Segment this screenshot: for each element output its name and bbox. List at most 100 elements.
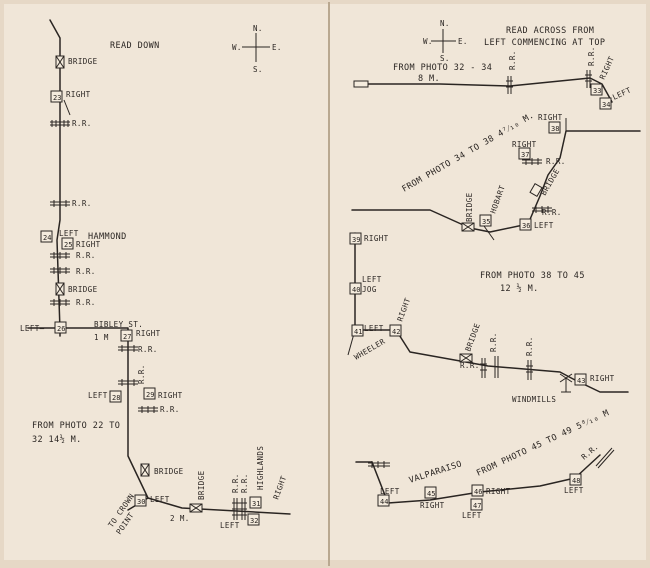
photo-marker-44: 44 [377, 494, 390, 507]
rr-label-8: R.R. [160, 405, 180, 414]
right-label-45: RIGHT [420, 501, 445, 510]
railroad-crossing [50, 267, 70, 274]
right-label-37: RIGHT [512, 140, 537, 149]
leg-32-34-title: FROM PHOTO 32 - 34 [393, 63, 492, 73]
svg-text:23: 23 [53, 94, 61, 102]
bridge-marker [140, 463, 150, 477]
highlands-label: HIGHLANDS [256, 446, 265, 490]
read-down-heading: READ DOWN [110, 41, 160, 51]
photo-marker-25: 25 [61, 237, 74, 250]
svg-text:46: 46 [474, 488, 482, 496]
rr-label-7: R.R. [137, 364, 146, 384]
railroad-crossing [526, 360, 533, 380]
windmill-icon [559, 373, 573, 393]
bridge-label-4: BRIDGE [197, 470, 206, 500]
photo-marker-41: 41 [351, 324, 364, 337]
photo-marker-30: 30 [134, 494, 147, 507]
right-label-46: RIGHT [486, 487, 511, 496]
rr-label-s3-1: R.R. [460, 361, 480, 370]
right-label-27: RIGHT [136, 329, 161, 338]
hammond-label: HAMMOND [88, 232, 127, 242]
one-mile-label: 1 M [94, 333, 109, 342]
photo-marker-48: 48 [569, 473, 582, 486]
svg-text:25: 25 [64, 241, 72, 249]
right-label-43: RIGHT [590, 374, 615, 383]
rr-label-s2-1: R.R. [546, 157, 566, 166]
svg-text:40: 40 [352, 286, 360, 294]
svg-text:32: 32 [250, 517, 258, 525]
compass-s: S. [440, 54, 450, 63]
rr-label-4: R.R. [76, 267, 96, 276]
photo-marker-35: 35 [479, 214, 492, 227]
left-label-30: LEFT [150, 495, 170, 504]
left-label-40: LEFT [362, 275, 382, 284]
railroad-crossing [138, 406, 158, 413]
compass-w: W. [232, 43, 242, 52]
photo-marker-36: 36 [519, 218, 532, 231]
photo-marker-27: 27 [120, 329, 133, 342]
left-label-47: LEFT [462, 511, 482, 520]
bridge-marker [189, 503, 203, 513]
railroad-crossing [50, 120, 70, 127]
svg-text:31: 31 [252, 500, 260, 508]
railroad-crossing [368, 461, 390, 468]
leg-22-32-distance: 32 14½ M. [32, 434, 82, 445]
rr-label-s1-1: R.R. [508, 50, 517, 70]
photo-marker-33: 33 [590, 83, 603, 96]
bridge-marker [459, 353, 473, 363]
svg-text:45: 45 [427, 490, 435, 498]
windmills-label: WINDMILLS [512, 395, 556, 404]
leg-38-45-distance: 12 ½ M. [500, 283, 539, 294]
rr-label-s3-3: R.R. [525, 336, 534, 356]
read-across-heading-1: READ ACROSS FROM [506, 26, 594, 36]
railroad-crossing [506, 76, 513, 94]
svg-text:37: 37 [521, 151, 529, 159]
photo-marker-31: 31 [249, 496, 262, 509]
railroad-crossing [118, 345, 138, 352]
photo-marker-24: 24 [40, 230, 53, 243]
rr-label-10: R.R. [240, 473, 249, 493]
left-label-41: LEFT [364, 324, 384, 333]
svg-text:28: 28 [112, 394, 120, 402]
svg-text:34: 34 [602, 101, 610, 109]
bridge-marker [461, 222, 475, 232]
leg-22-32-title: FROM PHOTO 22 TO [32, 421, 120, 431]
compass-rose-right: N. S. E. W. [423, 19, 467, 63]
rr-label-s2-2: R.R. [542, 208, 562, 217]
left-label-48: LEFT [564, 486, 584, 495]
left-label-36: LEFT [534, 221, 554, 230]
bridge-marker [55, 282, 65, 296]
svg-text:30: 30 [137, 498, 145, 506]
svg-text:35: 35 [482, 218, 490, 226]
rr-label-1: R.R. [72, 119, 92, 128]
right-label-39: RIGHT [364, 234, 389, 243]
leg-32-34-distance: 8 M. [418, 74, 440, 84]
right-label-38: RIGHT [538, 113, 563, 122]
rr-label-9: R.R. [231, 473, 240, 493]
rr-label-3: R.R. [76, 251, 96, 260]
rr-label-s3-2: R.R. [489, 332, 498, 352]
left-label-26: LEFT— [20, 324, 45, 333]
left-label-44: LEFT [380, 487, 400, 496]
bibley-st-label: BIBLEY ST. [94, 320, 143, 329]
railroad-crossing [118, 379, 138, 386]
compass-rose-left: N. S. E. W. [232, 24, 282, 74]
svg-text:27: 27 [123, 333, 131, 341]
bridge-label-s2-2: BRIDGE [465, 192, 474, 222]
compass-s: S. [253, 65, 263, 74]
photo-marker-47: 47 [470, 498, 483, 511]
jog-label: JOG [362, 285, 377, 294]
leg-38-45-title: FROM PHOTO 38 TO 45 [480, 271, 585, 281]
photo-marker-38: 38 [548, 121, 561, 134]
photo-marker-37: 37 [518, 147, 531, 160]
route-32-34 [355, 77, 613, 103]
compass-e: E. [272, 43, 282, 52]
compass-n: N. [440, 19, 450, 28]
read-across-heading-2: LEFT COMMENCING AT TOP [484, 38, 605, 48]
route-34-38 [351, 130, 641, 233]
bridge-marker [55, 55, 65, 69]
svg-text:44: 44 [380, 498, 388, 506]
svg-text:29: 29 [146, 391, 154, 399]
right-label-25: RIGHT [76, 240, 101, 249]
bridge-label-2: BRIDGE [68, 285, 98, 294]
